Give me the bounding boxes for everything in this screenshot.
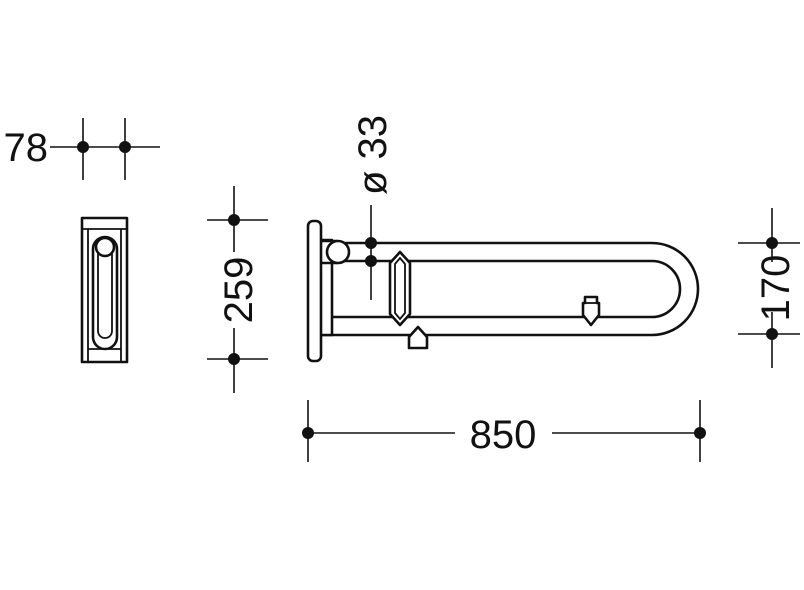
length-label: 850 [470,413,537,457]
grip-slider-inner [394,256,406,321]
grip-slider [388,250,412,327]
diameter-dot-top [365,237,377,249]
spacing-dot-bottom [766,328,778,340]
hinge-cap [325,239,351,265]
u-shaped-tube [318,241,700,337]
length-dot-right [694,427,706,439]
length-dimension: 850 [302,400,706,462]
depth-dot-right [119,141,131,153]
wall-plate [306,219,323,363]
depth-label: 78 [4,126,49,170]
length-dot-left [302,427,314,439]
diameter-dot-bottom [365,255,377,267]
spacing-dot-top [766,237,778,249]
arrow-up-icon [407,325,429,350]
height-label: 259 [217,257,261,324]
grab-bar-main-view [306,219,700,363]
side-view [80,216,129,364]
diameter-dimension: ø 33 [351,115,395,300]
side-view-hinge [94,236,116,258]
depth-dot-left [77,141,89,153]
height-dimension: 259 [207,186,268,393]
depth-dimension: 78 [4,118,160,180]
height-dot-top [228,214,240,226]
diameter-label: ø 33 [351,115,395,195]
height-dot-bottom [228,353,240,365]
spacing-label: 170 [754,255,798,322]
tube-spacing-dimension: 170 [738,208,800,368]
